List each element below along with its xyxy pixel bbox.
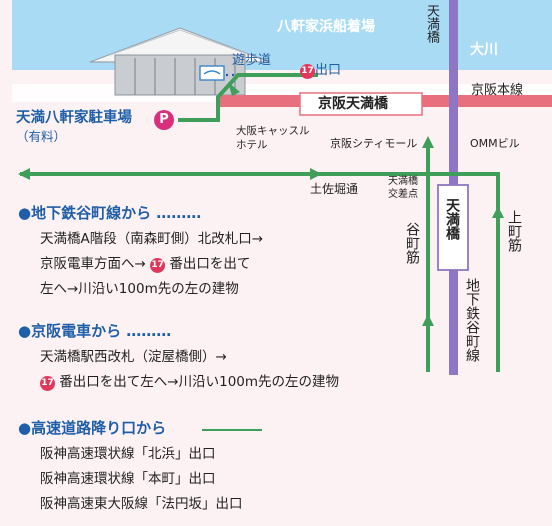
subway-step-2b: 番出口を出て [169, 256, 251, 272]
parking-fee: （有料） [16, 129, 67, 144]
keihan-main-line-label: 京阪本線 [471, 83, 524, 98]
uemachi-arrow [492, 206, 504, 218]
subway-station-box [437, 184, 469, 271]
tanimachi-street-label: 谷町筋 [404, 222, 420, 264]
subway-step-2: 京阪電車方面へ→ 17 番出口を出て [40, 253, 250, 276]
subway-heading: ●地下鉄谷町線から ……… [18, 204, 202, 222]
tanimachi-arrow-1 [422, 136, 434, 148]
highway-heading: ●高速道路降り口から [18, 419, 167, 437]
highway-exit-2: 阪神高速環状線「本町」出口 [40, 471, 216, 487]
subway-step-2a: 京阪電車方面へ→ [40, 256, 146, 272]
ookawa-label: 大川 [470, 42, 498, 58]
intersection-label: 天満橋 交差点 [388, 176, 418, 200]
exit-17-icon: 17 [40, 376, 55, 391]
tenmabashi-bridge-label: 天満橋 [424, 4, 439, 43]
kiosk-icon [199, 65, 225, 81]
keihan-tenmabashi-label: 京阪天満橋 [318, 96, 388, 112]
subway-station-label: 天満橋 [444, 198, 460, 240]
river [12, 0, 552, 70]
highway-exit-3: 阪神高速東大阪線「法円坂」出口 [40, 496, 243, 512]
hotel-label: 大阪キャッスル ホテル [236, 125, 310, 151]
parking-icon: P [154, 110, 174, 130]
uemachi-street-label: 上町筋 [506, 210, 522, 252]
exit-17-icon: 17 [150, 258, 166, 273]
tosabori-arrow-left [18, 168, 30, 180]
route-arrow [228, 82, 240, 96]
keihan-tenmabashi-station-box [299, 92, 423, 116]
route-to-parking [178, 73, 318, 122]
tosabori-label: 土佐堀通 [310, 182, 359, 196]
parking-name: 天満八軒家駐車場 [16, 110, 132, 126]
exit-label: 出口 [315, 63, 342, 78]
exit-17-icon: 17 [300, 64, 315, 79]
tosabori-arrow-right [310, 168, 322, 180]
subway-step-1: 天満橋A階段（南森町側）北改札口→ [40, 231, 264, 247]
keihan-step-2-text: 番出口を出て左へ→川沿い100m先の左の建物 [59, 374, 340, 390]
city-mall-label: 京阪シティモール [330, 137, 418, 150]
omm-label: OMMビル [470, 137, 520, 150]
exit-17-marker: 17出口 [300, 64, 341, 79]
tanimachi-arrow-2 [422, 314, 434, 326]
keihan-heading: ●京阪電車から ……… [18, 322, 172, 340]
pier-label: 八軒家浜船着場 [277, 19, 375, 35]
keihan-step-1: 天満橋駅西改札（淀屋橋側）→ [40, 349, 227, 365]
promenade-label: 遊歩道 [232, 53, 272, 68]
subway-step-3: 左へ→川沿い100m先の左の建物 [40, 281, 239, 297]
keihan-step-2: 17 番出口を出て左へ→川沿い100m先の左の建物 [40, 371, 339, 394]
subway-line-label: 地下鉄谷町線 [464, 278, 480, 362]
highway-exit-1: 阪神高速環状線「北浜」出口 [40, 446, 216, 462]
